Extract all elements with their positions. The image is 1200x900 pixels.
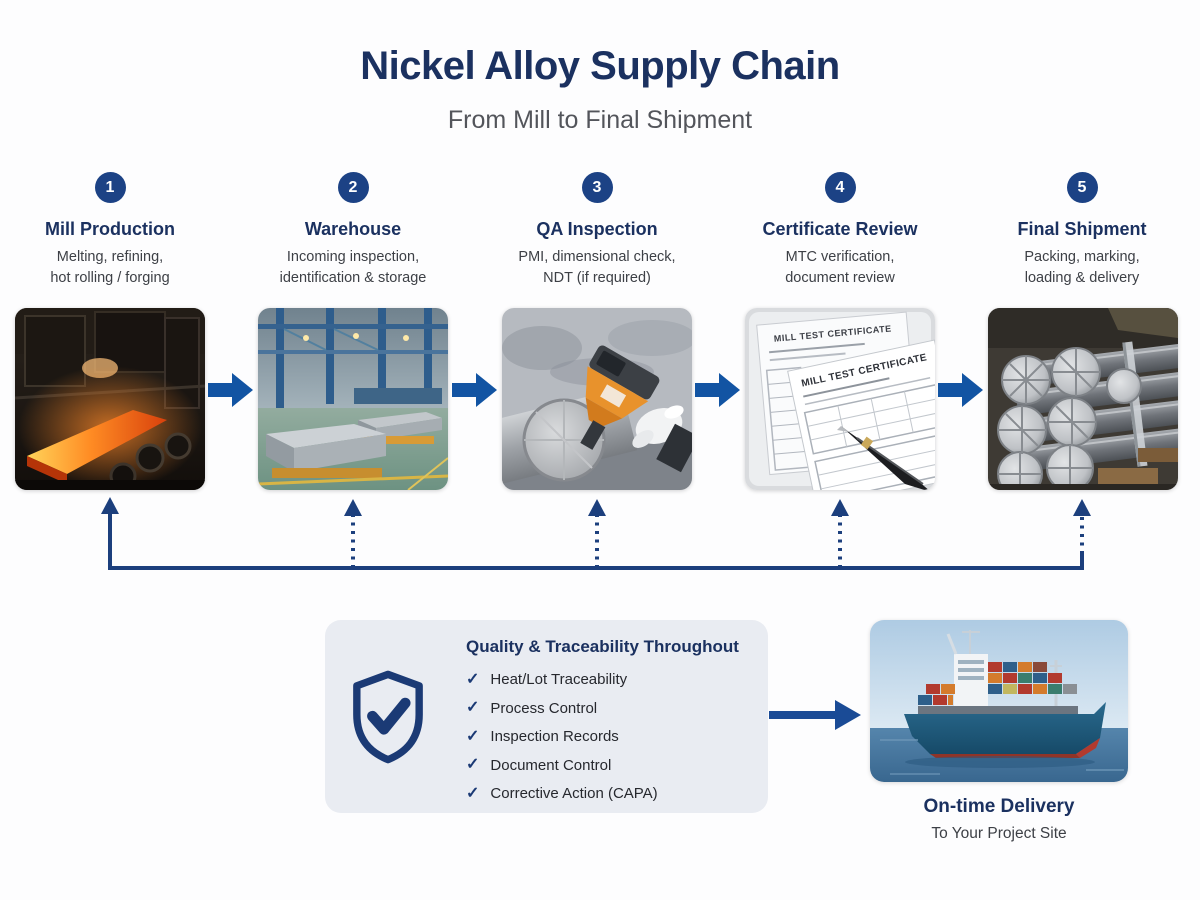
flow-arrow-icon	[695, 373, 740, 407]
step-title: Certificate Review	[762, 219, 918, 239]
flow-arrow-icon	[208, 373, 253, 407]
quality-heading: Quality & Traceability Throughout	[466, 637, 739, 656]
steel-bars-illustration	[988, 308, 1178, 490]
step-title: Mill Production	[45, 219, 175, 239]
quality-item-label: Heat/Lot Traceability	[490, 671, 628, 688]
pmi-analyzer-photo	[502, 308, 692, 490]
checkmark-icon: ✓	[466, 670, 480, 688]
flow-arrow-icon	[452, 373, 497, 407]
hot-rolling-mill-photo	[15, 308, 205, 490]
step-description: Packing, marking, loading & delivery	[972, 247, 1192, 289]
step-description-line: NDT (if required)	[543, 270, 651, 287]
page-subtitle: From Mill to Final Shipment	[447, 106, 753, 134]
up-arrowhead-icon	[588, 499, 606, 516]
quality-item: ✓ Process Control	[466, 700, 766, 717]
quality-item: ✓ Inspection Records	[466, 728, 766, 745]
checkmark-icon: ✓	[466, 699, 480, 716]
step-description-line: document review	[785, 270, 895, 287]
step-2-warehouse: 2 Warehouse Incoming inspection, identif…	[243, 172, 463, 289]
container-ship-photo	[870, 620, 1128, 782]
certificate-illustration: MILL TEST CERTIFICATE MILL TEST CERTIFIC…	[745, 308, 935, 490]
shield-check-icon	[353, 670, 423, 764]
page-title: Nickel Alloy Supply Chain	[360, 44, 840, 88]
checkmark-icon: ✓	[466, 756, 480, 773]
step-description-line: PMI, dimensional check,	[518, 249, 676, 265]
step-number-badge: 1	[94, 172, 126, 203]
step-3-qa-inspection: 3 QA Inspection PMI, dimensional check, …	[487, 172, 707, 289]
hot-rolling-mill-illustration	[15, 308, 205, 490]
step-title: Warehouse	[304, 219, 402, 239]
step-description: Incoming inspection, identification & st…	[243, 247, 463, 289]
up-arrowhead-icon	[831, 499, 849, 516]
step-5-final-shipment: 5 Final Shipment Packing, marking, loadi…	[972, 172, 1192, 289]
step-description: Melting, refining, hot rolling / forging	[0, 247, 220, 289]
step-description-line: Melting, refining,	[56, 249, 164, 265]
step-description-line: identification & storage	[279, 270, 427, 287]
step-description-line: Packing, marking,	[1024, 249, 1140, 265]
pen-icon	[837, 426, 929, 490]
delivery-title: On-time Delivery	[923, 796, 1075, 817]
container-stacks	[918, 662, 1078, 714]
quality-item: ✓ Corrective Action (CAPA)	[466, 785, 766, 802]
step-number-badge: 2	[337, 172, 369, 203]
quality-item: ✓ Heat/Lot Traceability	[466, 671, 766, 688]
warehouse-plate-stacks-photo	[258, 308, 448, 490]
quality-checklist: ✓ Heat/Lot Traceability ✓ Process Contro…	[466, 671, 766, 802]
up-arrowhead-icon	[1073, 499, 1091, 516]
step-1-mill-production: 1 Mill Production Melting, refining, hot…	[0, 172, 220, 289]
step-number-badge: 4	[824, 172, 856, 203]
superstructure	[946, 630, 1062, 706]
step-description-line: MTC verification,	[785, 249, 895, 265]
quality-item-label: Corrective Action (CAPA)	[490, 785, 658, 802]
step-description-line: hot rolling / forging	[50, 270, 170, 287]
flow-arrow-icon	[938, 373, 983, 407]
up-arrowhead-icon	[344, 499, 362, 516]
checkmark-icon: ✓	[466, 784, 480, 802]
step-description-line: loading & delivery	[1024, 270, 1140, 287]
quality-item-label: Process Control	[490, 699, 598, 717]
step-number-badge: 3	[581, 172, 613, 203]
quality-traceability-panel: Quality & Traceability Throughout ✓ Heat…	[325, 620, 768, 813]
mill-test-certificate-photo: MILL TEST CERTIFICATE MILL TEST CERTIFIC…	[745, 308, 935, 490]
delivery-subtitle: To Your Project Site	[931, 825, 1067, 842]
checkmark-icon: ✓	[466, 727, 480, 745]
step-description-line: Incoming inspection,	[286, 249, 420, 265]
up-arrowhead-icon	[101, 497, 119, 514]
pmi-analyzer-illustration	[502, 308, 692, 490]
warehouse-illustration	[258, 308, 448, 490]
quality-item-label: Inspection Records	[490, 728, 619, 745]
step-4-certificate-review: 4 Certificate Review MTC verification, d…	[730, 172, 950, 289]
quality-item: ✓ Document Control	[466, 757, 766, 774]
delivery-arrow-icon	[769, 700, 861, 730]
step-description: PMI, dimensional check, NDT (if required…	[487, 247, 707, 289]
step-description: MTC verification, document review	[730, 247, 950, 289]
steel-bars-bundle-photo	[988, 308, 1178, 490]
step-title: Final Shipment	[1017, 219, 1147, 239]
step-title: QA Inspection	[536, 219, 658, 239]
step-number-badge: 5	[1066, 172, 1098, 203]
container-ship-illustration	[870, 620, 1128, 782]
quality-item-label: Document Control	[490, 756, 612, 774]
